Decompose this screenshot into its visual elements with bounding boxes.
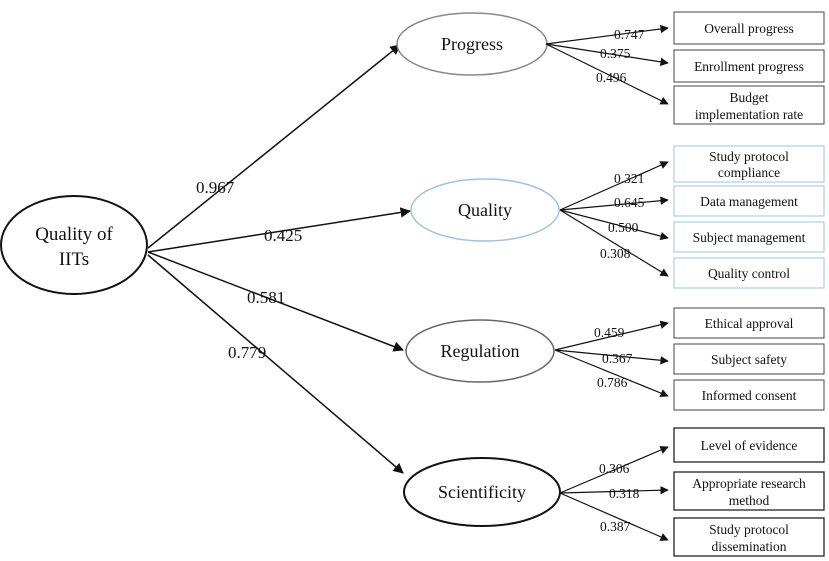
- root-label-line1: Quality of: [35, 224, 113, 245]
- indicator-connector: [559, 446, 669, 494]
- indicator-label: method: [729, 493, 770, 508]
- indicator-rect: [673, 379, 825, 411]
- indicator-rect: [673, 11, 825, 45]
- indicator-label: Data management: [700, 194, 798, 209]
- indicator-label: Overall progress: [704, 21, 794, 36]
- indicator-box: Study protocol compliance: [673, 145, 825, 183]
- indicator-connector: [554, 349, 669, 398]
- root-node: Quality of IITs: [0, 195, 148, 295]
- root-to-progress-path: [147, 44, 401, 249]
- indicator-box: Subject management: [673, 221, 825, 253]
- indicator-weight: 0.459: [594, 325, 625, 340]
- indicator-label: Budget: [730, 90, 769, 105]
- quality-loading-label: 0.425: [264, 226, 302, 245]
- indicator-label: Ethical approval: [705, 316, 794, 331]
- root-ellipse: [0, 195, 148, 295]
- root-to-scientificity-path: [147, 254, 404, 474]
- indicator-connector: [559, 209, 669, 277]
- indicator-rect: [673, 145, 825, 183]
- indicator-weight: 0.318: [609, 486, 640, 501]
- indicator-connector: [559, 161, 669, 211]
- quality-factor-node: Quality: [410, 178, 560, 242]
- indicator-label: Study protocol: [709, 522, 789, 537]
- indicator-box: Appropriate research method: [673, 471, 825, 511]
- indicator-connector: [554, 349, 669, 365]
- regulation-indicators: 0.459 0.367 0.786 Ethical approval Subje…: [554, 307, 825, 411]
- indicator-box: Budget implementation rate: [673, 85, 825, 125]
- indicator-weight: 0.387: [600, 519, 631, 534]
- indicator-box: Subject safety: [673, 343, 825, 375]
- indicator-label: implementation rate: [695, 107, 803, 122]
- indicator-weight: 0.786: [597, 375, 628, 390]
- indicator-box: Enrollment progress: [673, 49, 825, 83]
- indicator-rect: [673, 221, 825, 253]
- indicator-connector: [559, 492, 669, 541]
- progress-loading-label: 0.967: [196, 178, 235, 197]
- indicator-connector: [559, 209, 669, 241]
- root-label-line2: IITs: [59, 249, 89, 270]
- indicator-label: Subject safety: [711, 352, 787, 367]
- indicator-weight: 0.321: [614, 171, 644, 186]
- indicator-box: Quality control: [673, 257, 825, 289]
- indicator-weight: 0.306: [599, 461, 630, 476]
- indicator-box: Informed consent: [673, 379, 825, 411]
- indicator-box: Study protocol dissemination: [673, 517, 825, 557]
- indicator-weight: 0.645: [614, 195, 645, 210]
- indicator-rect: [673, 85, 825, 125]
- indicator-label: Appropriate research: [692, 476, 806, 491]
- regulation-factor-node: Regulation: [405, 319, 555, 383]
- scientificity-ellipse: [403, 457, 561, 527]
- indicator-weight: 0.747: [614, 27, 645, 42]
- indicator-rect: [673, 471, 825, 511]
- regulation-label: Regulation: [441, 341, 520, 361]
- indicator-box: Level of evidence: [673, 427, 825, 463]
- indicator-label: dissemination: [712, 539, 787, 554]
- root-to-quality-path: [147, 207, 412, 253]
- scientificity-label: Scientificity: [438, 482, 526, 502]
- regulation-ellipse: [405, 319, 555, 383]
- quality-indicators: 0.321 0.645 0.500 0.308 Study protocol c…: [559, 145, 825, 289]
- indicator-label: Enrollment progress: [694, 59, 804, 74]
- quality-label: Quality: [458, 200, 512, 220]
- indicator-label: Quality control: [708, 266, 790, 281]
- progress-factor-node: Progress: [396, 12, 548, 76]
- progress-indicators: 0.747 0.375 0.496 Overall progress Enrol…: [545, 11, 825, 125]
- scientificity-loading-label: 0.779: [228, 343, 266, 362]
- indicator-label: Informed consent: [702, 388, 797, 403]
- indicator-rect: [673, 307, 825, 339]
- indicator-connector: [545, 43, 669, 66]
- quality-ellipse: [410, 178, 560, 242]
- indicator-box: Ethical approval: [673, 307, 825, 339]
- indicator-label: Subject management: [693, 230, 806, 245]
- indicator-weight: 0.308: [600, 246, 631, 261]
- regulation-loading-label: 0.581: [247, 288, 285, 307]
- indicator-connector: [559, 196, 669, 211]
- indicator-rect: [673, 427, 825, 463]
- indicator-connector: [545, 43, 669, 105]
- indicator-rect: [673, 517, 825, 557]
- scientificity-factor-node: Scientificity: [403, 457, 561, 527]
- indicator-rect: [673, 185, 825, 217]
- indicator-weight: 0.367: [602, 351, 633, 366]
- indicator-rect: [673, 257, 825, 289]
- indicator-label: Study protocol: [709, 149, 789, 164]
- indicator-connector: [554, 320, 669, 351]
- indicator-weight: 0.375: [600, 46, 631, 61]
- indicator-label: Level of evidence: [701, 438, 798, 453]
- indicator-box: Overall progress: [673, 11, 825, 45]
- scientificity-indicators: 0.306 0.318 0.387 Level of evidence Appr…: [559, 427, 825, 557]
- progress-label: Progress: [441, 34, 503, 54]
- root-to-regulation-path: [147, 251, 404, 352]
- indicator-weight: 0.500: [608, 220, 639, 235]
- indicator-label: compliance: [718, 165, 780, 180]
- indicator-connector: [559, 486, 669, 495]
- indicator-box: Data management: [673, 185, 825, 217]
- indicator-connector: [545, 24, 669, 45]
- indicator-rect: [673, 343, 825, 375]
- indicator-rect: [673, 49, 825, 83]
- indicator-weight: 0.496: [596, 70, 627, 85]
